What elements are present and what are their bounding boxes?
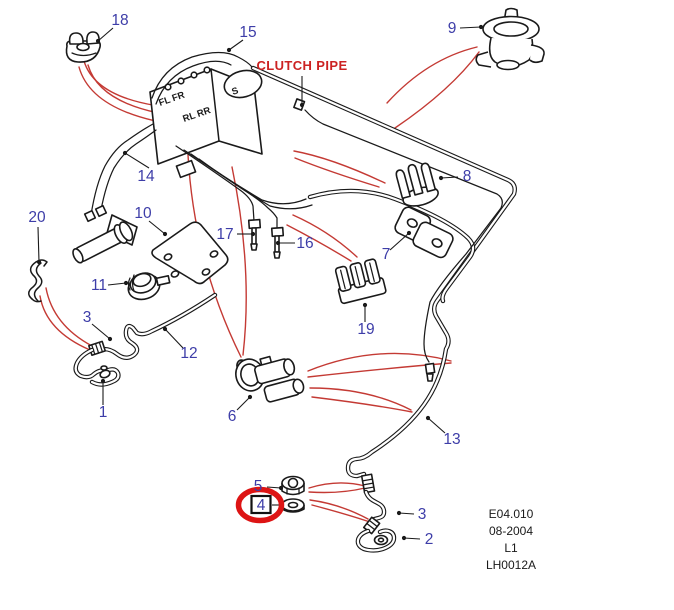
callout-16[interactable]: 16 — [296, 235, 313, 252]
callout-2[interactable]: 2 — [425, 531, 434, 548]
part-11-valve — [127, 272, 171, 301]
red-leader-curves — [39, 46, 480, 523]
part-6-connector — [235, 355, 305, 403]
callout-5[interactable]: 5 — [254, 478, 263, 495]
part-17-pipe-end — [247, 218, 262, 251]
part-9-fastener — [475, 7, 545, 71]
highlight-black-box — [250, 494, 272, 515]
callout-7[interactable]: 7 — [382, 246, 391, 263]
part-8-clip — [395, 162, 439, 207]
callout-14[interactable]: 14 — [137, 168, 155, 185]
part-16-pipe-end — [270, 226, 285, 259]
callout-20[interactable]: 20 — [28, 209, 46, 226]
callout-10[interactable]: 10 — [134, 205, 152, 222]
callout-labels: 18 15 9 8 14 7 20 10 17 16 11 3 12 19 1 … — [28, 12, 471, 548]
callout-8[interactable]: 8 — [463, 168, 472, 185]
sheet-ref-rev: L1 — [504, 541, 518, 555]
highlight-item-4 — [235, 486, 285, 524]
callout-18[interactable]: 18 — [111, 12, 128, 29]
callout-1[interactable]: 1 — [99, 404, 108, 421]
part-5-nut — [281, 475, 305, 496]
part-19-clip — [334, 258, 387, 305]
sheet-reference-block: E04.010 08-2004 L1 LH0012A — [486, 507, 536, 572]
callout-leaders — [36, 24, 484, 541]
callout-12[interactable]: 12 — [180, 345, 197, 362]
part-18-clip — [65, 31, 101, 63]
callout-3-rear[interactable]: 3 — [418, 506, 427, 523]
part-15-abs-modulator: FL FR RL RR S — [149, 66, 263, 179]
clutch-pipe-note: CLUTCH PIPE — [256, 58, 347, 73]
sheet-ref-code: E04.010 — [489, 507, 534, 521]
callout-9[interactable]: 9 — [448, 20, 457, 37]
callout-13[interactable]: 13 — [443, 431, 460, 448]
part-7-bracket — [394, 206, 454, 259]
callout-19[interactable]: 19 — [357, 321, 374, 338]
part-master-cylinder — [72, 204, 138, 264]
hose-assembly-front — [76, 295, 215, 385]
part-10-bracket — [151, 221, 229, 285]
sheet-ref-date: 08-2004 — [489, 524, 533, 538]
callout-6[interactable]: 6 — [228, 408, 237, 425]
callout-3-front[interactable]: 3 — [83, 309, 92, 326]
hose-assembly-rear — [358, 473, 394, 550]
callout-17[interactable]: 17 — [216, 226, 233, 243]
part-4-washer — [281, 498, 305, 513]
pipe-bundle-right — [175, 145, 313, 230]
pipe-13-run — [253, 68, 515, 476]
part-20-clip — [28, 259, 48, 303]
callout-4-highlighted[interactable]: 4 — [257, 497, 266, 514]
highlight-red-ellipse — [235, 486, 285, 524]
callout-11[interactable]: 11 — [91, 277, 107, 294]
abs-label-side: S — [230, 85, 240, 97]
callout-15[interactable]: 15 — [239, 24, 256, 41]
sheet-ref-drawing: LH0012A — [486, 558, 536, 572]
